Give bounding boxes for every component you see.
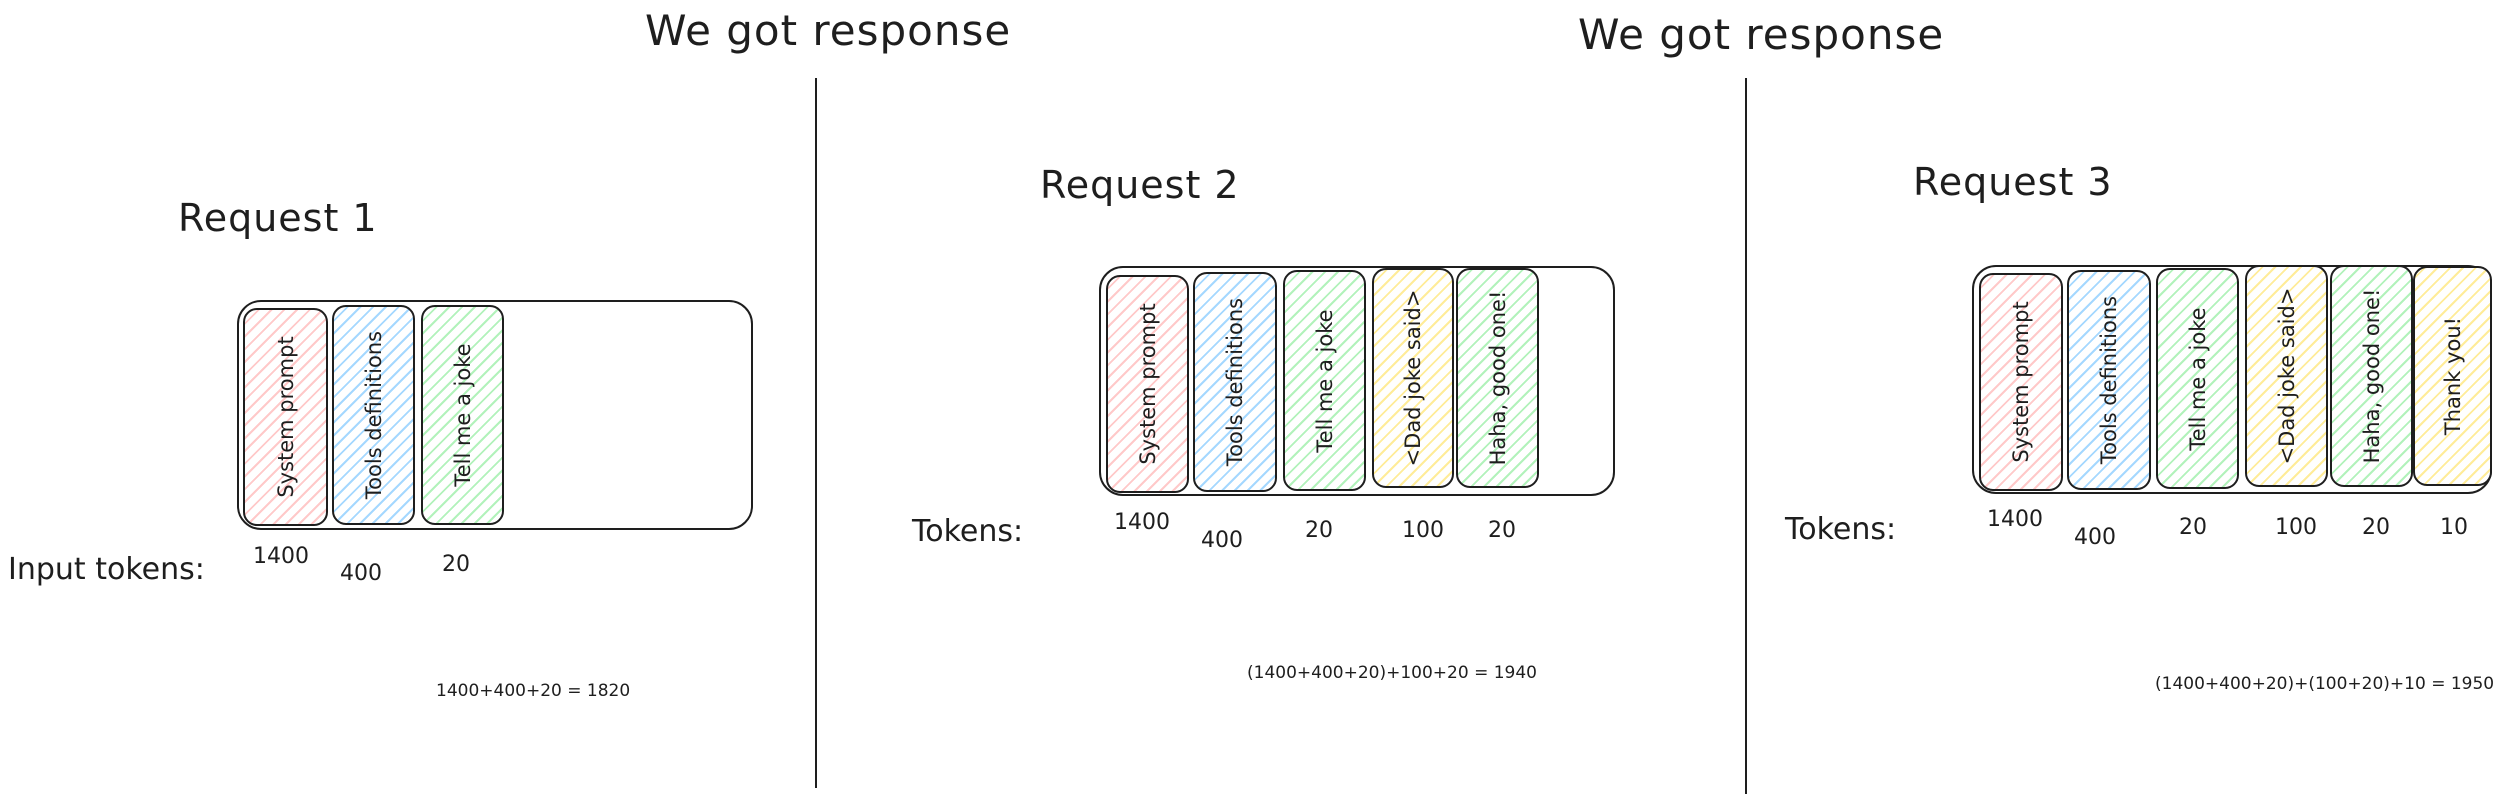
request-2-token-count: 400 [1201, 528, 1243, 553]
request-2-token-count: 20 [1305, 518, 1333, 543]
request-1-block-tools-definitions: Tools definitions [332, 305, 415, 525]
request-2-token-count: 100 [1402, 518, 1444, 543]
request-1-block-label: System prompt [273, 336, 298, 498]
request-2-token-count: 1400 [1114, 510, 1170, 535]
request-2-block-label: Tools definitions [1223, 297, 1247, 467]
request-3-title: Request 3 [1913, 160, 2113, 204]
request-2-title: Request 2 [1040, 163, 1240, 207]
request-3-token-count: 20 [2179, 515, 2207, 540]
request-1-block-tell-me-a-joke: Tell me a joke [421, 305, 504, 525]
request-3-block-label: Tools definitions [2097, 295, 2121, 465]
response-heading-left: We got response [645, 6, 1012, 55]
request-2-context-window [1099, 266, 1615, 496]
request-2-block-system-prompt: System prompt [1106, 275, 1189, 493]
request-2-block-label: Tell me a joke [1312, 308, 1337, 453]
request-3-block-tell-me-a-joke: Tell me a joke [2156, 268, 2239, 489]
request-3-block-label: Haha, good one! [2359, 288, 2384, 464]
request-1-block-label: Tell me a joke [450, 343, 475, 487]
request-3-block-label: <Dad joke said> [2274, 287, 2299, 465]
request-2-block-label: <Dad joke said> [1401, 289, 1425, 467]
request-1-token-count: 1400 [253, 544, 309, 569]
request-3-block-label: System prompt [2009, 301, 2033, 463]
request-1-token-count: 20 [442, 552, 470, 577]
request-1-context-window [237, 300, 753, 530]
request-1-title: Request 1 [178, 196, 378, 240]
request-3-token-count: 1400 [1987, 507, 2043, 532]
request-2-block-tell-me-a-joke: Tell me a joke [1283, 270, 1366, 491]
divider-right [1745, 78, 1747, 794]
request-3-token-count: 20 [2362, 515, 2390, 540]
request-2-block-haha-good-one: Haha, good one! [1456, 268, 1539, 488]
request-1-tokens-label: Input tokens: [8, 552, 205, 587]
request-2-formula: (1400+400+20)+100+20 = 1940 [1247, 663, 1537, 683]
request-2-block-tools-definitions: Tools definitions [1193, 272, 1277, 492]
request-3-block-system-prompt: System prompt [1979, 273, 2063, 491]
request-3-block-label: Thank you! [2440, 316, 2465, 436]
request-1-formula: 1400+400+20 = 1820 [436, 681, 631, 701]
response-heading-right: We got response [1578, 10, 1945, 59]
request-3-block-dad-joke-said: <Dad joke said> [2245, 265, 2328, 487]
request-3-tokens-label: Tokens: [1785, 512, 1897, 547]
request-3-block-label: Tell me a joke [2185, 306, 2210, 451]
request-3-token-count: 10 [2440, 515, 2468, 540]
request-3-block-thank-you: Thank you! [2413, 266, 2492, 486]
request-2-tokens-label: Tokens: [912, 514, 1024, 549]
request-3-formula: (1400+400+20)+(100+20)+10 = 1950 [2155, 674, 2495, 694]
request-2-token-count: 20 [1488, 518, 1516, 543]
request-2-block-label: Haha, good one! [1485, 290, 1510, 466]
request-3-block-haha-good-one: Haha, good one! [2330, 265, 2413, 487]
request-1-block-label: Tools definitions [361, 330, 386, 500]
request-2-block-label: System prompt [1135, 303, 1160, 465]
request-1-block-system-prompt: System prompt [243, 308, 328, 526]
request-3-token-count: 100 [2275, 515, 2317, 540]
request-1-token-count: 400 [340, 561, 382, 586]
request-2-block-dad-joke-said: <Dad joke said> [1372, 268, 1454, 488]
request-3-token-count: 400 [2074, 525, 2116, 550]
request-3-block-tools-definitions: Tools definitions [2067, 270, 2151, 490]
divider-left [815, 78, 817, 788]
